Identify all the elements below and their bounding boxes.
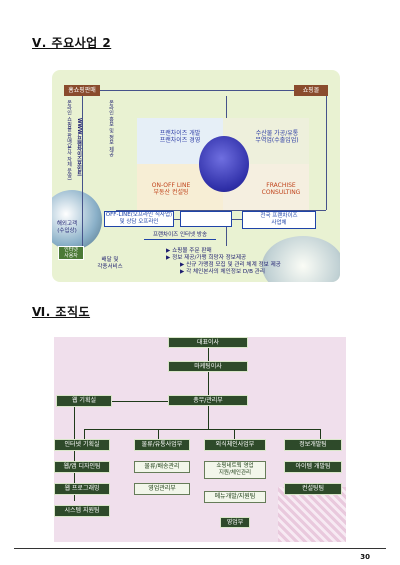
center-bottom-right-label: FRACHISE CONSULTING xyxy=(261,181,301,196)
footer-divider xyxy=(14,548,386,549)
dotted-pattern xyxy=(278,487,346,542)
vertical-text-2: WWW.프랜차이즈포인트 xyxy=(76,118,82,177)
note-3: ▶ 신규 가맹점 모집 및 관리 체계 정보 제공 xyxy=(180,261,281,268)
consulting-box: 컨설팅팀 xyxy=(284,483,342,495)
center-empty-box xyxy=(180,211,232,227)
web-programming-box: 웹 프로그래밍 xyxy=(54,483,110,495)
restaurant-chain-division-box: 외식체인사업부 xyxy=(204,439,266,451)
note-4: ▶ 각 체인본사의 체인정보 D/B 관리 xyxy=(180,268,265,275)
center-sphere xyxy=(199,136,249,192)
section-6-title: Ⅵ. 조직도 xyxy=(32,305,91,319)
page-number: 30 xyxy=(360,553,370,561)
org-chart: 대표이사 마케팅이사 총무/관리부 웹 기획실 인터넷 기획실 웹/앱 디자인팀… xyxy=(54,337,346,542)
ceo-box: 대표이사 xyxy=(168,337,248,348)
note-1: ▶ 쇼핑몰 주문 판매 xyxy=(166,248,212,254)
business-diagram: 프랜차이즈 개발 프랜차이즈 경영 수산물 가공/유통 무역업(수출입업) ON… xyxy=(52,70,340,282)
globe-image-right xyxy=(262,236,340,282)
overseas-customer-label: 해외고객 (수입상) xyxy=(56,221,78,234)
globe-image-left xyxy=(52,190,102,250)
web-planning-box: 웹 기획실 xyxy=(56,395,112,407)
center-bottom-left-label: ON-OFF LINE 부동산 컨설팅 xyxy=(151,181,191,196)
web-design-box: 웹/앱 디자인팀 xyxy=(54,461,110,473)
general-affairs-box: 총무/관리부 xyxy=(168,395,248,406)
shopping-network-support-box: 쇼핑네트웍 영업 지원/체인관리 xyxy=(204,461,266,479)
internet-planning-box: 인터넷 기획실 xyxy=(54,439,110,451)
vertical-text-1: 온라인 쇼핑몰 판매(본사 자체 운영) xyxy=(66,100,72,181)
logistics-delivery-box: 물류/배송관리 xyxy=(134,461,190,473)
sales-management-box: 영업관리부 xyxy=(134,483,190,495)
shopping-mall-box: 쇼핑몰 xyxy=(294,85,328,96)
national-franchise-box: 전국 프랜차이즈 사업체 xyxy=(242,211,316,229)
system-support-box: 시스템 지원팀 xyxy=(54,505,110,517)
sales-department-box: 영업부 xyxy=(220,517,250,528)
diagram-notes: ▶ 쇼핑몰 주문 판매 ▶ 정보 제공/가맹 희망자 정보제공 ▶ 신규 가맹점… xyxy=(166,248,336,276)
menu-development-box: 메뉴개발/지원팀 xyxy=(204,491,266,503)
vertical-text-3: 온라인 홍보 및 정보 제공 xyxy=(108,100,114,157)
note-2: ▶ 정보 제공/가맹 희망자 정보제공 xyxy=(166,254,247,261)
internet-broadcast-label: 프랜차이즈 인터넷 방송 xyxy=(144,232,216,240)
center-top-right-label: 수산물 가공/유통 무역업(수출입업) xyxy=(255,129,299,144)
offline-box: OFF-LINE(오프라인 직사업) 및 상담 오프라인 xyxy=(104,211,174,227)
section-5-title: Ⅴ. 주요사업 2 xyxy=(32,36,112,50)
internet-user-box: 인터넷 사용자 xyxy=(58,246,84,260)
home-shopping-box: 홈쇼핑판매 xyxy=(64,85,100,96)
item-development-box: 아이템 개발팀 xyxy=(284,461,342,473)
center-panel: 프랜차이즈 개발 프랜차이즈 경영 수산물 가공/유통 무역업(수출입업) ON… xyxy=(137,118,309,210)
logistics-division-box: 물류/유통사업부 xyxy=(134,439,190,451)
center-top-left-label: 프랜차이즈 개발 프랜차이즈 경영 xyxy=(159,129,201,144)
info-development-box: 정보개발팀 xyxy=(284,439,342,451)
delivery-service-label: 배달 및 각종서비스 xyxy=(97,257,123,270)
marketing-director-box: 마케팅이사 xyxy=(168,361,248,372)
